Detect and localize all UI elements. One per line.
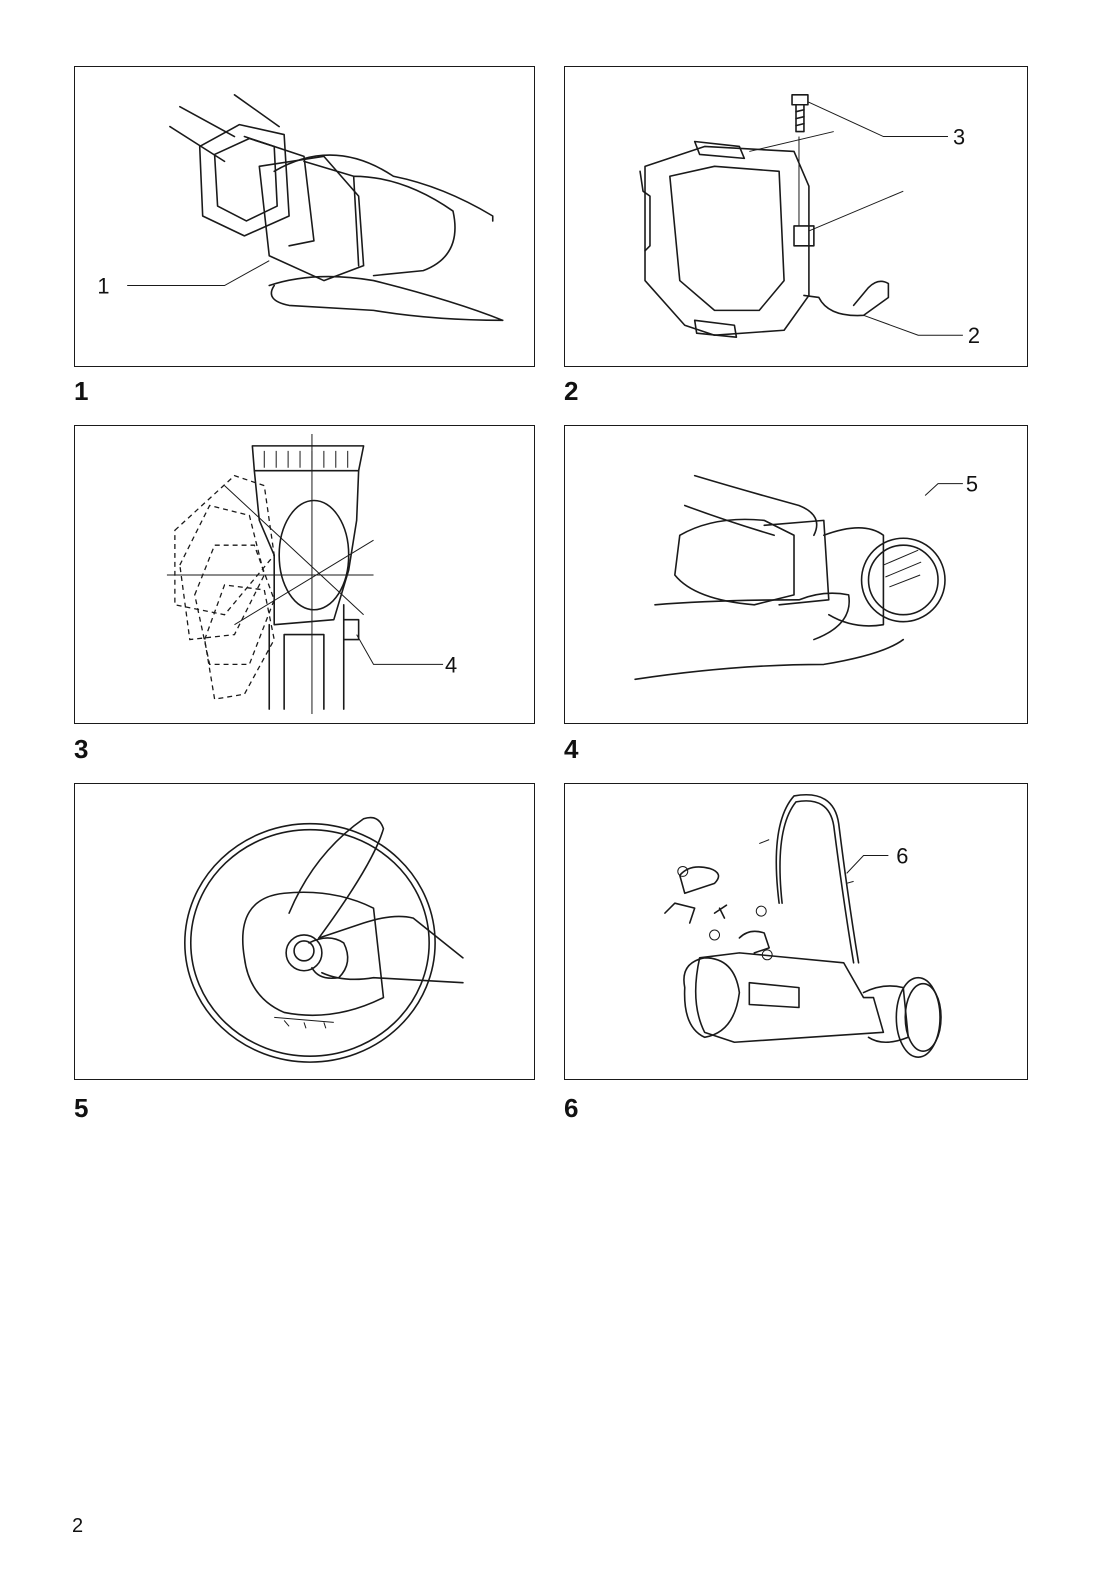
figure-3-number: 3	[74, 734, 88, 765]
figure-5-number: 5	[74, 1093, 88, 1124]
battery-insertion-drawing: 1	[75, 67, 534, 366]
callout-6: 6	[896, 843, 908, 868]
page-number: 2	[72, 1515, 83, 1538]
head-angle-adjustment-drawing: 4	[75, 426, 534, 723]
bulb-replacement-drawing	[75, 784, 534, 1079]
figure-3-illustration: 4	[74, 425, 535, 724]
figure-4-number: 4	[564, 734, 578, 765]
figure-1-illustration: 1	[74, 66, 535, 367]
callout-3: 3	[953, 124, 965, 149]
figure-5-illustration	[74, 783, 535, 1080]
callout-2: 2	[968, 323, 980, 348]
lens-cap-rotation-drawing: 5	[565, 426, 1027, 723]
figure-6-illustration: 6	[564, 783, 1028, 1080]
figure-2-illustration: 3 2	[564, 66, 1028, 367]
figure-4-illustration: 5	[564, 425, 1028, 724]
bracket-and-screw-drawing: 3 2	[565, 67, 1027, 366]
strap-attachment-drawing: 6	[565, 784, 1027, 1079]
callout-5: 5	[966, 472, 978, 497]
figure-2-number: 2	[564, 376, 578, 407]
callout-4: 4	[445, 652, 457, 677]
figure-6-number: 6	[564, 1093, 578, 1124]
figure-1-number: 1	[74, 376, 88, 407]
callout-1: 1	[97, 273, 109, 298]
